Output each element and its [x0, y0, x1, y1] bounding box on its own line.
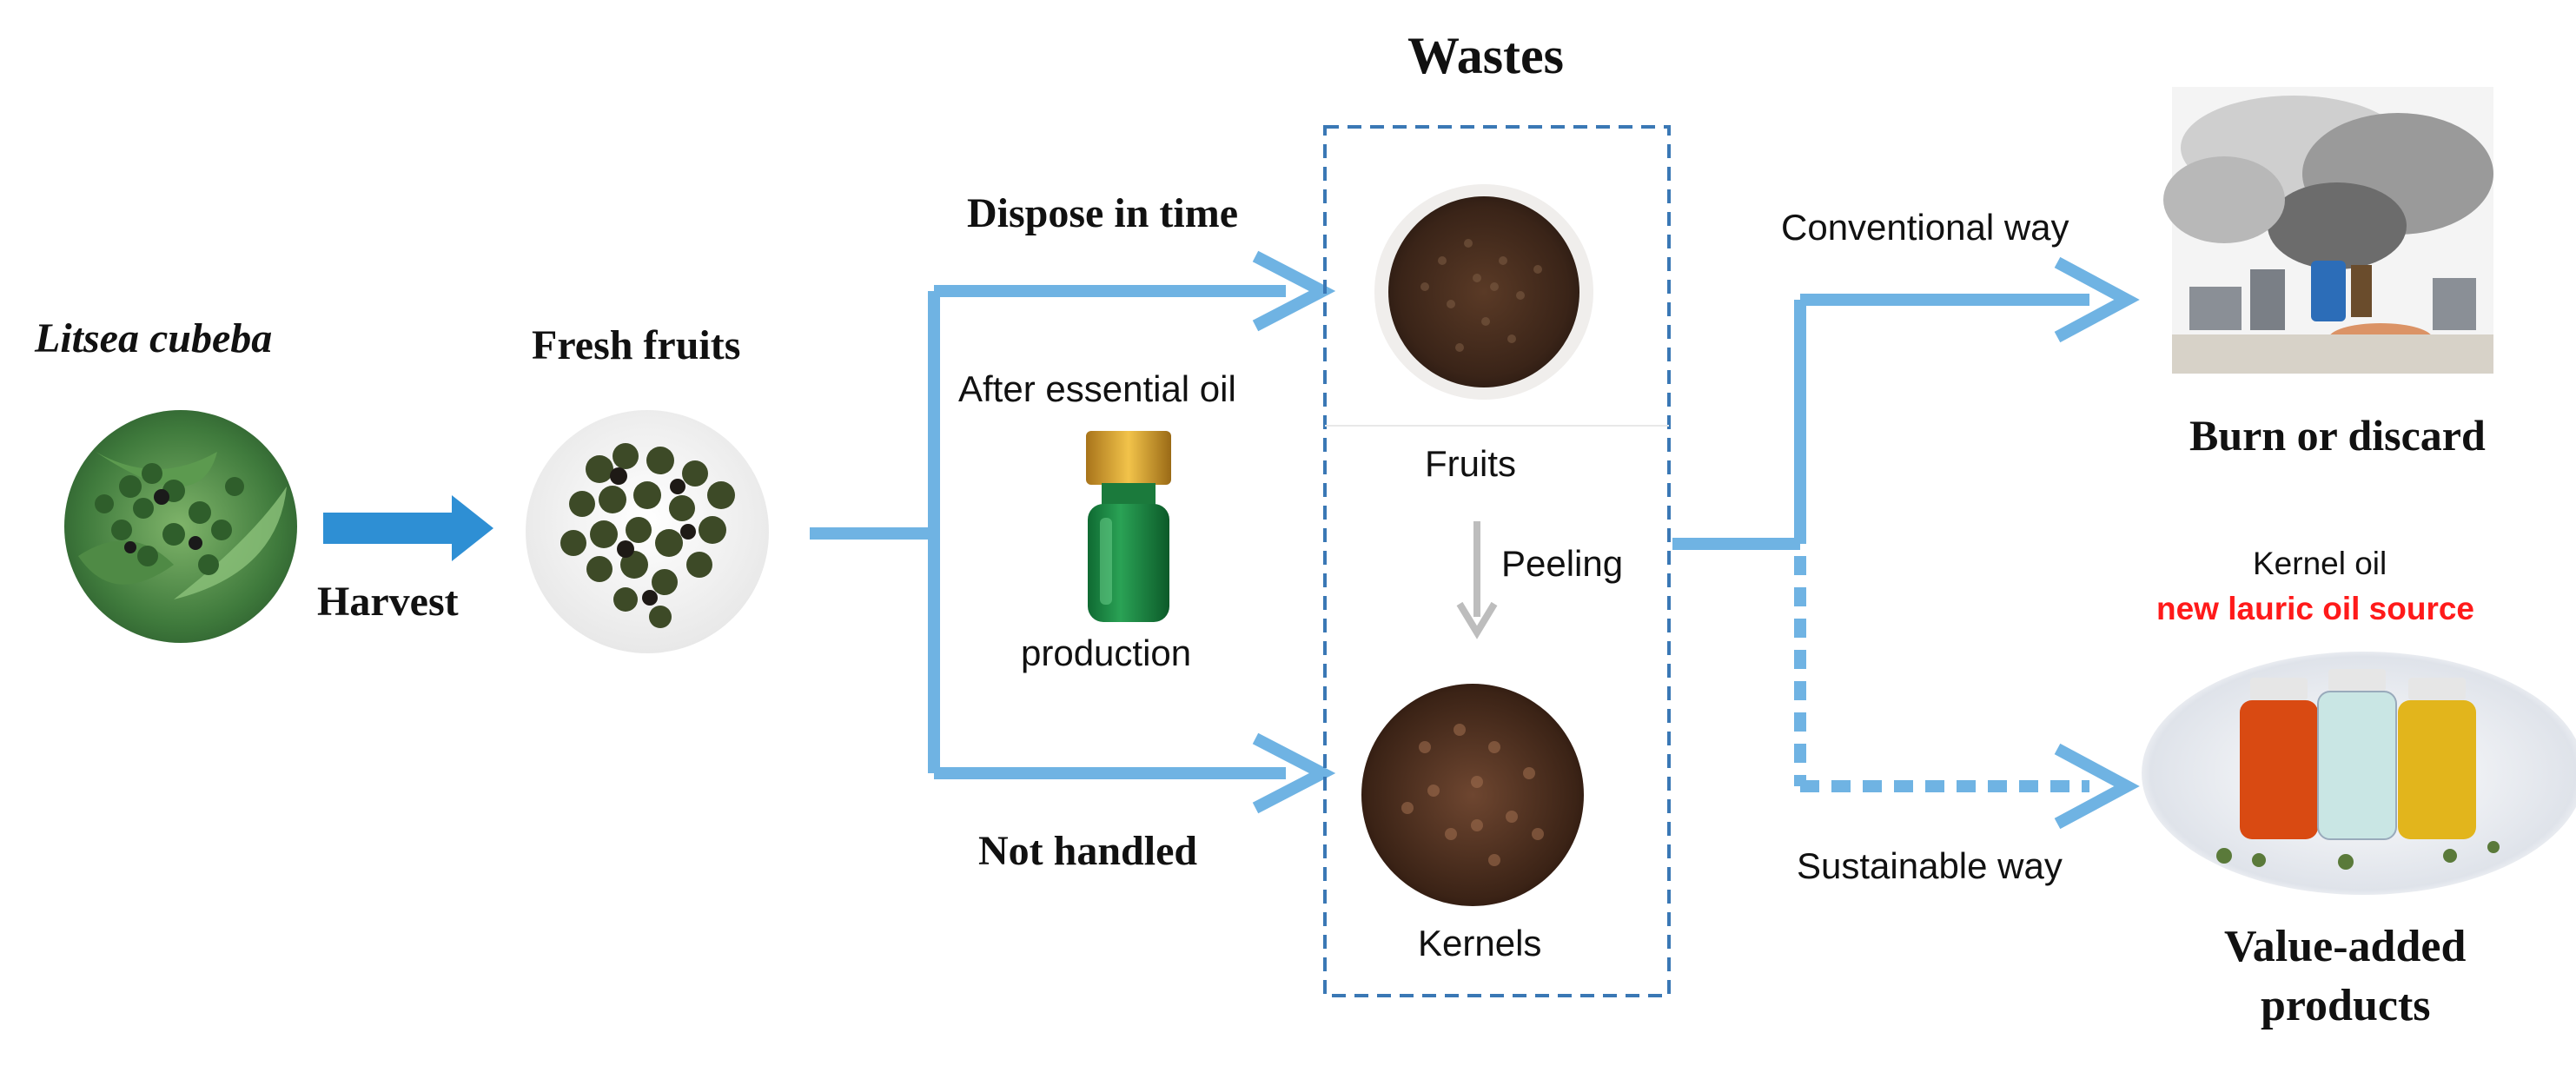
sustainable-way-label: Sustainable way — [1797, 845, 2063, 886]
harvest-label: Harvest — [317, 579, 459, 625]
fruits-label: Fruits — [1425, 443, 1516, 484]
arrowhead-conventional — [2054, 256, 2140, 343]
fruits-dish-photo — [1374, 184, 1593, 400]
flow-lines — [810, 285, 1286, 779]
wastes-box — [1323, 125, 1671, 997]
kernels-dish-photo — [1361, 684, 1584, 906]
harvest-arrow — [323, 495, 493, 561]
lauric-oil-source-label: new lauric oil source — [2156, 591, 2475, 626]
peeling-arrow — [1456, 521, 1498, 639]
wastes-title: Wastes — [1407, 27, 1564, 84]
litsea-plant-photo — [64, 410, 297, 643]
essential-oil-bottle-icon — [1086, 431, 1171, 622]
value-added-label: Value-added — [2224, 922, 2467, 971]
arrowhead-lower — [1252, 732, 1336, 814]
not-handled-label: Not handled — [978, 828, 1198, 874]
output-lines — [1672, 294, 2089, 550]
production-label: production — [1021, 632, 1192, 673]
arrowhead-sustainable — [2054, 743, 2140, 830]
litsea-cubeba-label: Litsea cubeba — [35, 315, 273, 361]
fresh-fruits-photo — [526, 410, 769, 653]
pollution-smoke-illustration — [2163, 87, 2493, 374]
fresh-fruits-label: Fresh fruits — [532, 322, 741, 368]
oil-bottles-photo — [2142, 652, 2576, 895]
burn-or-discard-label: Burn or discard — [2189, 411, 2486, 460]
dispose-in-time-label: Dispose in time — [967, 190, 1238, 236]
arrowhead-upper — [1252, 250, 1336, 332]
products-label: products — [2261, 981, 2431, 1030]
kernels-label: Kernels — [1418, 923, 1542, 963]
after-essential-oil-label: After essential oil — [958, 368, 1236, 409]
sustainable-dotted-path — [1794, 556, 2089, 792]
kernel-oil-label: Kernel oil — [2253, 546, 2387, 581]
peeling-label: Peeling — [1501, 543, 1624, 584]
conventional-way-label: Conventional way — [1781, 207, 2069, 248]
